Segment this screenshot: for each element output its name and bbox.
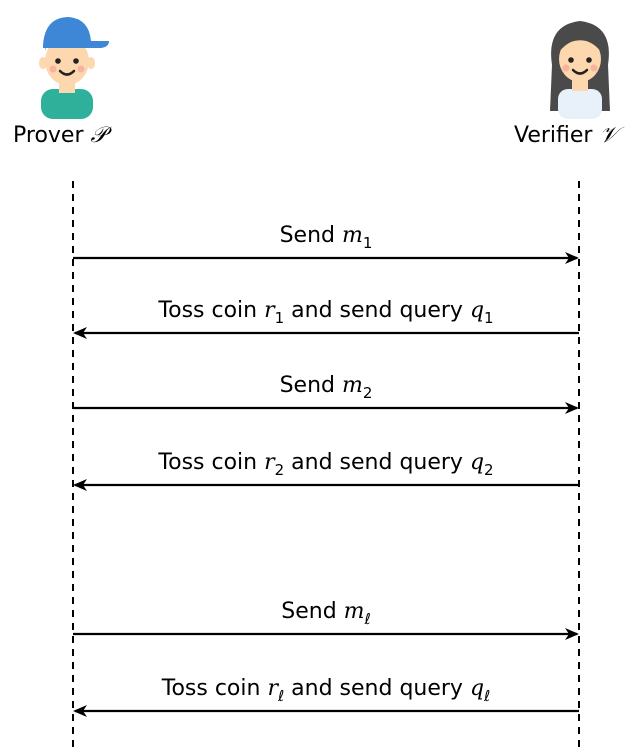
message-label-3: Send m2​ (280, 373, 373, 402)
verifier-label: Verifier 𝒱 (514, 123, 624, 148)
message-label-2: Toss coin r1​ and send query q1​ (157, 298, 493, 327)
message-label-4: Toss coin r2​ and send query q2​ (157, 450, 493, 479)
girl-avatar-icon (550, 21, 610, 119)
message-label-5: Send mℓ​ (281, 599, 370, 628)
boy-cap-avatar-icon (39, 17, 109, 119)
prover-label: Prover 𝒫 (13, 123, 113, 148)
message-label-6: Toss coin rℓ​ and send query qℓ​ (161, 676, 491, 705)
message-label-1: Send m1​ (280, 223, 373, 252)
message-list: Send m1​ Toss coin r1​ and send query q1​… (73, 223, 579, 717)
